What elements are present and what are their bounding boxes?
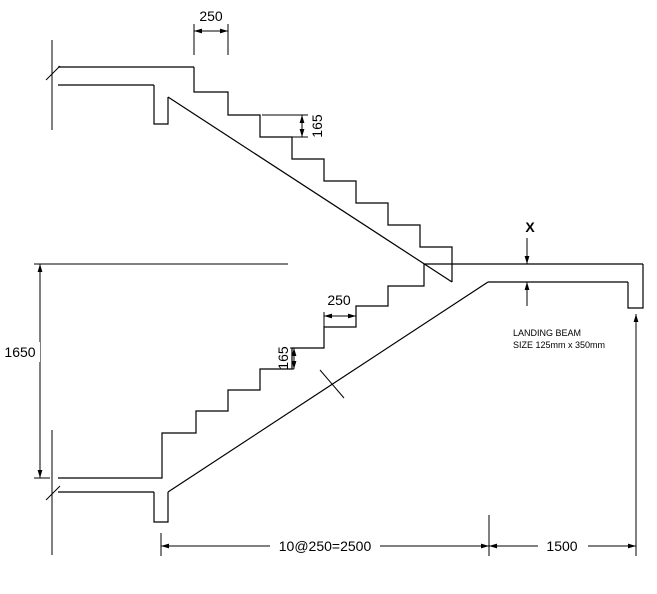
dim-lower-riser: 165 (275, 346, 324, 370)
upper-riser-label: 165 (309, 114, 325, 138)
landing-length-label: 1500 (546, 538, 577, 554)
lower-flight-soffit (167, 281, 489, 493)
landing-beam-title: LANDING BEAM (513, 328, 581, 338)
lower-riser-label: 165 (275, 346, 291, 370)
dim-height: 1650 (0, 263, 288, 479)
dim-upper-riser: 165 (262, 114, 325, 138)
marker-x-label: X (525, 219, 535, 235)
going-total-label: 10@250=2500 (279, 538, 372, 554)
upper-tread-label: 250 (199, 8, 223, 24)
lower-floor-slab (45, 430, 169, 555)
dim-bottom: 10@250=2500 1500 (160, 314, 639, 556)
landing-beam-note: LANDING BEAM SIZE 125mm x 350mm (513, 328, 605, 350)
upper-break-symbol (45, 65, 61, 81)
dim-upper-tread: 250 (193, 8, 229, 55)
landing-thickness-marker: X (524, 219, 535, 306)
landing-beam-size: SIZE 125mm x 350mm (513, 340, 605, 350)
upper-flight-steps (193, 67, 453, 282)
lower-break-symbol (45, 485, 61, 501)
dim-lower-tread: 250 (323, 292, 357, 345)
upper-floor-slab (45, 40, 194, 130)
height-label: 1650 (4, 344, 35, 360)
lower-tread-label: 250 (327, 292, 351, 308)
waist-section-line (319, 369, 345, 399)
landing-slab (452, 263, 644, 309)
upper-flight-soffit (167, 96, 453, 283)
lower-flight-steps (58, 263, 452, 479)
